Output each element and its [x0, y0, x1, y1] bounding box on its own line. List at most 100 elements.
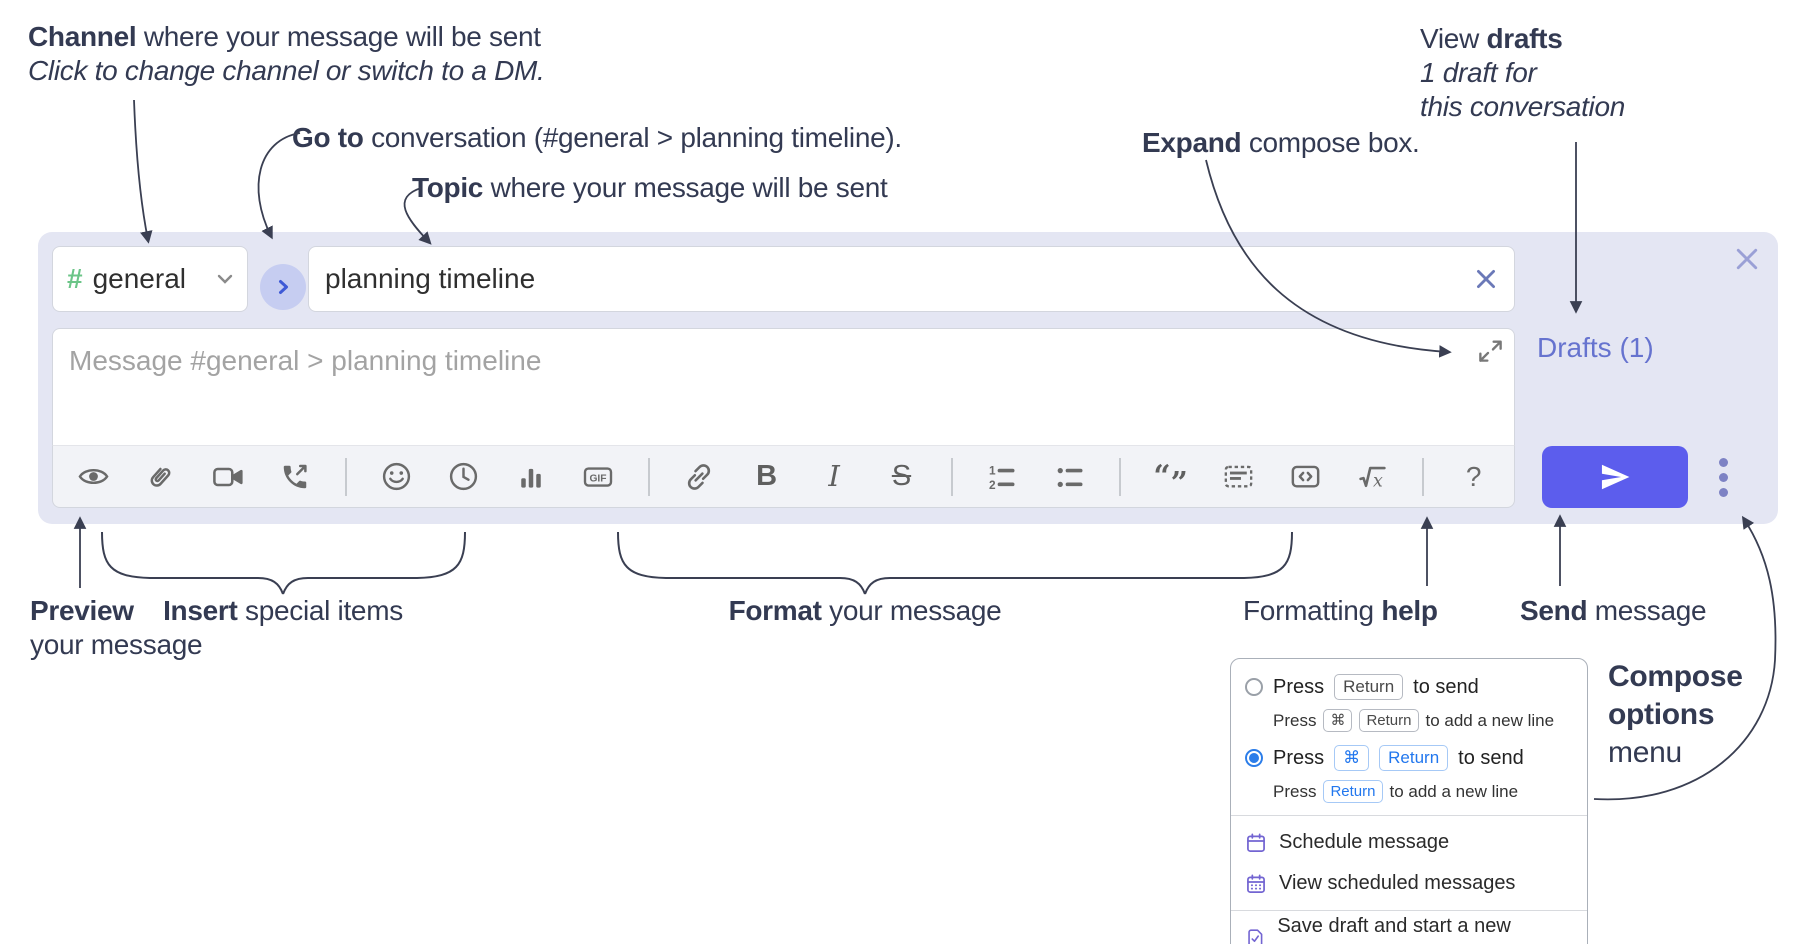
- send-button[interactable]: [1542, 446, 1688, 508]
- math-button[interactable]: x: [1355, 455, 1391, 499]
- numbered-list-icon: 1 2: [989, 463, 1015, 491]
- preview-annotation: Preview your message: [30, 595, 203, 660]
- calendar-icon: [1247, 833, 1265, 852]
- gif-icon: GIF: [584, 466, 613, 487]
- emoji-button[interactable]: [378, 455, 414, 499]
- smiley-icon: [382, 462, 410, 491]
- save-draft-item[interactable]: Save draft and start a new message: [1231, 915, 1587, 944]
- schedule-message-item[interactable]: Schedule message: [1231, 822, 1587, 863]
- expand-compose-button[interactable]: [1477, 337, 1504, 364]
- clear-topic-button[interactable]: [1466, 259, 1506, 299]
- close-compose-button[interactable]: [1730, 242, 1764, 276]
- video-call-button[interactable]: [210, 455, 246, 499]
- bold-button[interactable]: B: [749, 455, 785, 499]
- italic-button[interactable]: I: [816, 455, 852, 499]
- link-icon: [688, 463, 711, 490]
- radio-unselected-icon[interactable]: [1245, 678, 1263, 696]
- bold-icon: B: [756, 460, 778, 492]
- option-cmd-return-to-send[interactable]: Press ⌘ Return to send: [1231, 738, 1587, 778]
- topic-input[interactable]: [309, 263, 1466, 295]
- spoiler-icon: [1224, 465, 1252, 488]
- clock-icon: [449, 462, 478, 491]
- strikethrough-button[interactable]: S: [883, 455, 919, 499]
- radio-selected-icon[interactable]: [1245, 749, 1263, 767]
- view-scheduled-messages-item[interactable]: View scheduled messages: [1231, 863, 1587, 904]
- global-time-button[interactable]: [446, 455, 482, 499]
- eye-icon: [77, 468, 109, 485]
- compose-options-button[interactable]: [1716, 458, 1730, 497]
- strikethrough-icon: S: [891, 460, 912, 492]
- formatting-help-annotation: Formatting help: [1243, 595, 1438, 626]
- question-mark-icon: ?: [1465, 460, 1482, 492]
- option-cmd-return-subtext: Press Return to add a new line: [1231, 778, 1587, 809]
- gif-button[interactable]: GIF: [580, 455, 616, 499]
- format-annotation: Format your message: [728, 595, 1002, 626]
- ellipsis-dot: [1718, 473, 1728, 482]
- topic-annotation: Topic where your message will be sent: [412, 172, 888, 203]
- phone-call-icon: [284, 464, 307, 488]
- toolbar-divider: [1119, 457, 1122, 496]
- preview-button[interactable]: [75, 455, 111, 499]
- compose-box: # general: [38, 232, 1778, 524]
- drafts-link[interactable]: Drafts (1): [1537, 332, 1654, 363]
- code-button[interactable]: [1287, 455, 1323, 499]
- compose-options-menu: Press Return to send Press ⌘ Return to a…: [1230, 658, 1588, 944]
- send-annotation: Send message: [1520, 595, 1707, 626]
- send-icon: [1601, 464, 1630, 490]
- toolbar-divider: [1422, 457, 1425, 496]
- toolbar-divider: [950, 457, 953, 496]
- poll-button[interactable]: [513, 455, 549, 499]
- quote-icon: “”: [1153, 458, 1188, 501]
- drafts-annotation: View drafts 1 draft for this conversatio…: [1420, 23, 1626, 122]
- expand-annotation: Expand compose box.: [1142, 127, 1420, 158]
- toolbar-divider: [647, 457, 650, 496]
- cmd-key: ⌘: [1323, 709, 1353, 732]
- numbered-list-button[interactable]: 1 2: [984, 455, 1020, 499]
- message-textarea[interactable]: [53, 329, 1514, 445]
- svg-text:1: 1: [989, 463, 996, 477]
- close-icon: [1477, 270, 1495, 288]
- quote-button[interactable]: “”: [1153, 455, 1189, 499]
- code-icon: [1291, 465, 1320, 488]
- chevron-right-icon: [279, 280, 288, 294]
- math-icon: x: [1359, 466, 1387, 491]
- return-key: Return: [1323, 780, 1383, 803]
- go-to-conversation-button[interactable]: [260, 264, 306, 310]
- bulleted-list-button[interactable]: [1052, 455, 1088, 499]
- insert-annotation: Insert special items: [163, 595, 403, 626]
- goto-annotation: Go to conversation (#general > planning …: [292, 122, 902, 153]
- ellipsis-dot: [1718, 458, 1728, 467]
- calendar-grid-icon: [1247, 874, 1265, 893]
- italic-icon: I: [828, 459, 840, 493]
- channel-selector[interactable]: # general: [52, 246, 248, 312]
- topic-input-container: [308, 246, 1515, 312]
- menu-divider: [1231, 815, 1587, 816]
- spoiler-button[interactable]: [1220, 455, 1256, 499]
- bulleted-list-icon: [1057, 467, 1083, 487]
- option-return-to-send[interactable]: Press Return to send: [1231, 667, 1587, 707]
- close-icon: [1736, 248, 1758, 270]
- compose-options-annotation: Compose options menu: [1608, 660, 1743, 769]
- message-formatting-help-button[interactable]: ?: [1456, 455, 1492, 499]
- bar-chart-icon: [521, 468, 541, 488]
- toolbar-divider: [344, 457, 347, 496]
- return-key: Return: [1379, 745, 1449, 771]
- video-camera-icon: [212, 467, 243, 486]
- svg-text:GIF: GIF: [590, 473, 607, 484]
- chevron-down-icon: [217, 274, 233, 284]
- audio-call-button[interactable]: [277, 455, 313, 499]
- menu-divider: [1231, 910, 1587, 911]
- message-area: [52, 328, 1515, 445]
- channel-annotation: Channel where your message will be sent …: [28, 21, 545, 86]
- return-key: Return: [1359, 709, 1419, 732]
- svg-text:x: x: [1373, 471, 1383, 491]
- return-key: Return: [1334, 674, 1404, 700]
- channel-name: general: [92, 263, 186, 294]
- attach-file-button[interactable]: [142, 455, 178, 499]
- expand-icon: [1479, 340, 1502, 362]
- option-return-subtext: Press ⌘ Return to add a new line: [1231, 707, 1587, 738]
- cmd-key: ⌘: [1334, 745, 1370, 771]
- link-button[interactable]: [681, 455, 717, 499]
- ellipsis-dot: [1718, 488, 1728, 497]
